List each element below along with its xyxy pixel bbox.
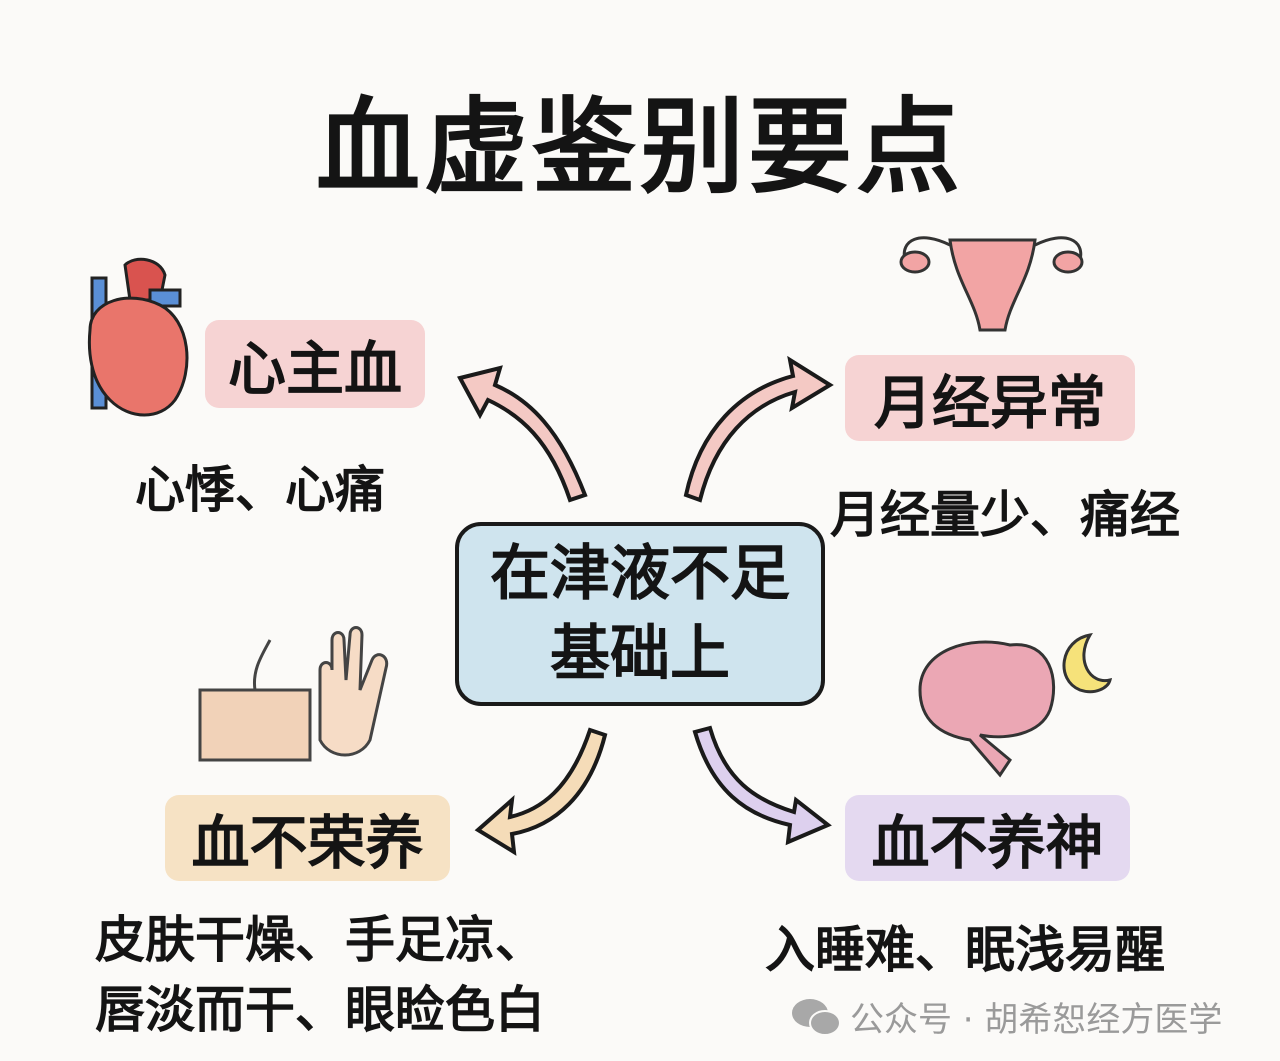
label-menstrual-abnormality: 月经异常 (845, 355, 1135, 441)
label-blood-not-nourishing-spirit: 血不养神 (845, 795, 1130, 881)
heart-icon (87, 257, 189, 417)
label-blood-not-nourishing: 血不荣养 (165, 795, 450, 881)
arrow-to-heart (457, 365, 588, 503)
desc-spirit: 入睡难、眠浅易醒 (765, 921, 1165, 979)
center-line-1: 在津液不足 (490, 539, 790, 609)
page-title: 血虚鉴别要点 (315, 86, 964, 208)
brain-moon-icon (918, 632, 1113, 778)
uterus-icon (899, 236, 1084, 332)
watermark-text: 公众号 · 胡希恕经方医学 (850, 1000, 1223, 1040)
label-heart-governs-blood: 心主血 (205, 320, 425, 408)
watermark: 公众号 · 胡希恕经方医学 (790, 992, 1222, 1041)
arrow-to-menstruation (683, 355, 834, 503)
desc-nourish-line-1: 皮肤干燥、手足凉、 (95, 911, 545, 969)
desc-nourish-line-2: 唇淡而干、眼睑色白 (95, 981, 545, 1039)
arrow-to-nourish (474, 727, 608, 856)
center-line-2: 基础上 (550, 619, 730, 689)
arrow-to-spirit (692, 725, 832, 846)
desc-heart: 心悸、心痛 (135, 461, 385, 519)
center-node: 在津液不足 基础上 (455, 522, 825, 706)
desc-menstrual: 月经量少、痛经 (830, 486, 1180, 544)
wechat-icon (792, 998, 841, 1036)
skin-hand-icon (198, 626, 389, 762)
